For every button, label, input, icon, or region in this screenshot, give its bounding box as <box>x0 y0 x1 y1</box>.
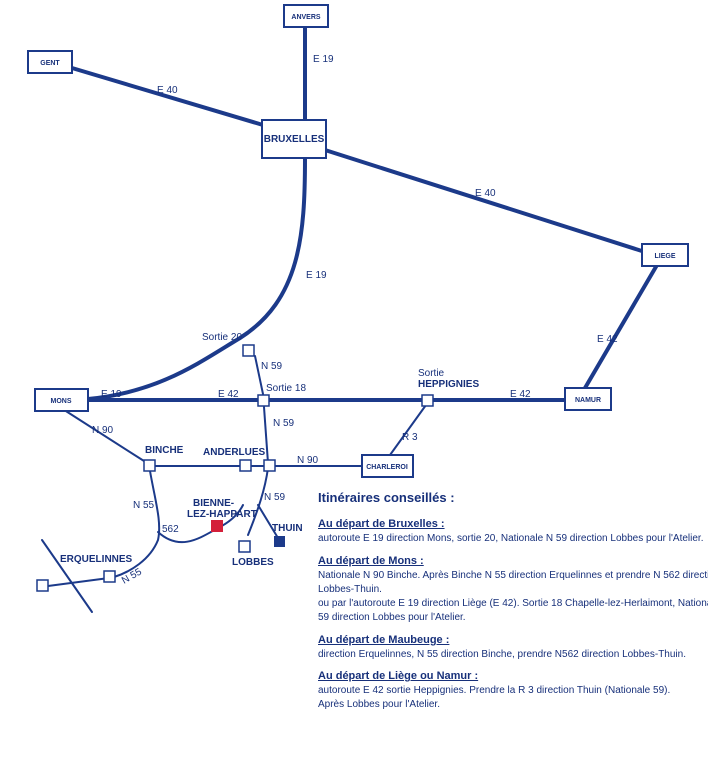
road-n59-lower <box>247 467 269 536</box>
road-n55-binche <box>113 470 161 578</box>
label-lobbes: LOBBES <box>232 557 274 568</box>
label-bienne-2: LEZ-HAPPART <box>187 509 257 520</box>
itinerary-mons: Au départ de Mons : Nationale N 90 Binch… <box>318 554 708 626</box>
itineraries-panel: Itinéraires conseillés : Au départ de Br… <box>318 490 708 720</box>
road-label-e40-west: E 40 <box>157 85 178 96</box>
label-sortie18: Sortie 18 <box>266 383 306 394</box>
node-heppignies <box>421 394 434 407</box>
itinerary-liege-namur: Au départ de Liège ou Namur : autoroute … <box>318 669 703 713</box>
label-thuin: THUIN <box>272 523 303 534</box>
node-erquelinnes <box>103 570 116 583</box>
itinerary-line: Nationale N 90 Binche. Après Binche N 55… <box>318 569 708 581</box>
road-label-e19-south: E 19 <box>306 270 327 281</box>
city-liege: LIEGE <box>654 253 675 260</box>
label-binche: BINCHE <box>145 445 184 456</box>
node-sortie20 <box>242 344 255 357</box>
road-n55-erq <box>47 577 110 587</box>
label-anderlues: ANDERLUES <box>203 447 266 458</box>
label-heppignies-1: Sortie <box>418 368 445 379</box>
road-e40-east <box>323 148 647 254</box>
road-label-n59-upper: N 59 <box>261 361 283 372</box>
label-heppignies-2: HEPPIGNIES <box>418 379 479 390</box>
road-label-e40-east: E 40 <box>475 188 496 199</box>
city-box-bruxelles <box>261 119 327 159</box>
road-label-e19-mons: E 19 <box>101 389 122 400</box>
city-namur: NAMUR <box>575 397 601 404</box>
road-n59-mid <box>263 406 269 464</box>
road-n59-upper <box>254 355 264 395</box>
road-e19-south <box>86 156 307 401</box>
marker-thuin <box>274 536 285 547</box>
road-label-n562: 562 <box>162 524 179 535</box>
road-label-n59-mid: N 59 <box>273 418 295 429</box>
itinerary-line: direction Erquelinnes, N 55 direction Bi… <box>318 648 686 660</box>
road-label-e42-namur: E 42 <box>510 389 531 400</box>
city-charleroi: CHARLEROI <box>366 464 408 471</box>
road-n90-mons <box>57 405 145 462</box>
itinerary-bruxelles: Au départ de Bruxelles : autoroute E 19 … <box>318 517 703 546</box>
node-anderlues <box>239 459 252 472</box>
itinerary-line: 59 direction Lobbes pour l'Atelier. <box>318 612 466 624</box>
node-lobbes <box>238 540 251 553</box>
city-bruxelles: BRUXELLES <box>264 134 325 145</box>
itinerary-heading: Au départ de Bruxelles : <box>318 518 445 531</box>
label-erquelinnes: ERQUELINNES <box>60 554 133 565</box>
road-label-r3: R 3 <box>402 432 418 443</box>
city-box-charleroi <box>361 454 414 478</box>
label-bienne-1: BIENNE- <box>193 498 234 509</box>
itinerary-line: autoroute E 42 sortie Heppignies. Prendr… <box>318 685 671 697</box>
city-box-liege <box>641 243 689 267</box>
itinerary-maubeuge: Au départ de Maubeuge : direction Erquel… <box>318 633 703 662</box>
itineraries-title: Itinéraires conseillés : <box>318 490 455 505</box>
city-mons: MONS <box>51 398 72 405</box>
node-maubeuge <box>36 579 49 592</box>
marker-bienne <box>211 520 223 532</box>
itinerary-line: Lobbes-Thuin. <box>318 584 382 596</box>
itinerary-line: ou par l'autoroute E 19 direction Liège … <box>318 598 708 610</box>
road-e40-west <box>70 66 265 127</box>
city-box-mons <box>34 388 89 412</box>
itinerary-heading: Au départ de Mons : <box>318 554 424 567</box>
node-binche <box>143 459 156 472</box>
label-sortie20: Sortie 20 <box>202 332 242 343</box>
road-label-n55-binche: N 55 <box>133 500 155 511</box>
itinerary-line: autoroute E 19 direction Mons, sortie 20… <box>318 533 704 545</box>
itinerary-heading: Au départ de Liège ou Namur : <box>318 670 479 683</box>
city-box-namur <box>564 387 612 411</box>
road-label-n55-erq: N 55 <box>120 566 144 586</box>
city-anvers: ANVERS <box>291 14 321 21</box>
city-box-anvers <box>283 4 329 28</box>
road-label-n90-east: N 90 <box>297 455 319 466</box>
city-box-gent <box>27 50 73 74</box>
border-line <box>41 539 93 613</box>
itinerary-line: Après Lobbes pour l'Atelier. <box>318 699 440 711</box>
itinerary-heading: Au départ de Maubeuge : <box>318 633 450 646</box>
road-thuin-spur <box>257 504 279 539</box>
node-sortie18 <box>257 394 270 407</box>
road-r3 <box>389 404 427 456</box>
road-label-n90-mons: N 90 <box>92 425 114 436</box>
city-gent: GENT <box>40 60 60 67</box>
road-e42-liege <box>583 263 659 390</box>
road-label-e19-north: E 19 <box>313 54 334 65</box>
road-label-e42-liege: E 42 <box>597 334 618 345</box>
road-label-e42-center: E 42 <box>218 389 239 400</box>
node-n59-junction <box>263 459 276 472</box>
road-label-n59-lower: N 59 <box>264 492 286 503</box>
